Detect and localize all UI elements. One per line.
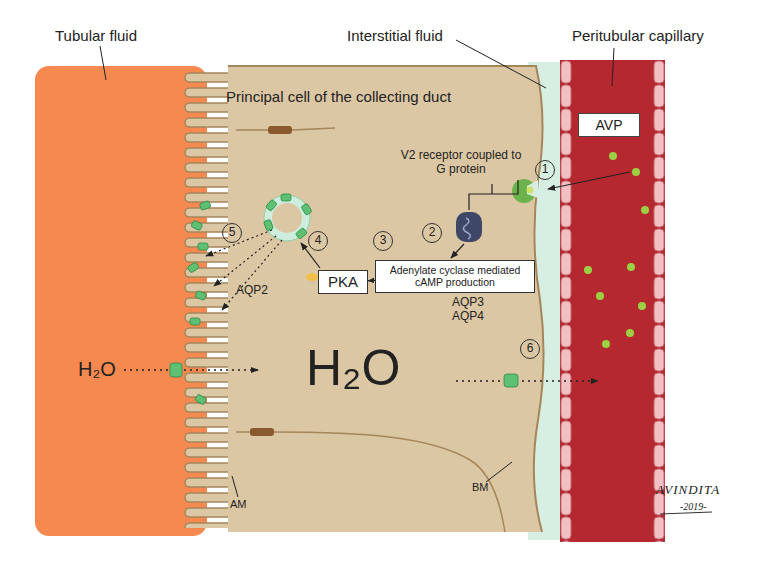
cell-region: Principal cell of the collecting ductAde… [190,68,540,530]
avp-molecule [584,266,592,274]
receptor-pocket [527,180,538,198]
v2-receptor [512,179,536,203]
signal-arrow [368,280,375,282]
node-text: PKA [319,271,367,293]
hormone-box: AVP [578,113,640,137]
water-label: H₂O [78,358,116,381]
node-text: Adenylate cyclase mediated cAMP producti… [379,264,531,288]
aqp2-channel [198,243,208,250]
bracket [469,180,518,210]
phosphate [306,273,318,281]
aqp2-channel [170,363,182,377]
region-label: Tubular fluid [55,27,137,44]
aqp2-channel [199,200,211,210]
callout-number: 4 [308,231,328,251]
node-text: Principal cell of the collecting duct [226,88,540,105]
cell-body [228,66,544,532]
aqp2-channel [187,262,199,273]
signature: AVINDITA [656,483,720,498]
membrane-label: BM [472,481,489,494]
leader-line [612,48,614,86]
activation-arrow [451,244,464,258]
leader-line [100,46,106,80]
aqp2-channel [264,219,274,231]
aqp3-aqp4-channel [504,374,518,387]
process-box: PKA [318,270,368,294]
leader-line [232,476,238,497]
membrane-label: AM [230,498,247,511]
region-label: Peritubular capillary [572,27,704,44]
capillary-wall [653,60,665,542]
g-protein [456,212,482,242]
avp-molecule [596,292,604,300]
leader-line [486,462,512,482]
callout-number: 6 [520,339,540,359]
avp-molecule [632,168,640,176]
signature-stroke [660,512,712,514]
callout-number: 1 [535,160,555,180]
tight-junction [250,428,274,436]
insertion-arrow [214,236,276,286]
vesicle-membrane [264,195,310,241]
water-flow-arrow [456,380,598,382]
water-label: H₂O [306,340,400,398]
tubular-fluid [35,66,207,536]
callout-number: 3 [373,231,393,251]
aqp2-channel [301,203,312,215]
avp-molecule [638,302,646,310]
aqp2-channel [195,290,207,300]
bound-avp [527,187,534,194]
water-flow-arrow [124,369,258,371]
basolateral-membrane [228,66,544,532]
process-box: Adenylate cyclase mediated cAMP producti… [375,260,535,293]
leader-line [456,40,546,88]
region-label: Interstitial fluid [347,27,443,44]
avp-molecule [627,263,635,271]
aqp2-channel [195,394,207,405]
insertion-arrow [206,230,272,256]
cell-boundary [236,432,505,532]
callout-number: 5 [222,223,242,243]
avp-molecule [641,206,649,214]
capillary-wall [560,60,572,542]
avp-molecule [609,152,617,160]
phosphorylation-arrow [301,243,320,268]
node-text: AVP [579,114,639,136]
capillary-lumen [560,60,665,542]
binding-arrow [548,172,630,189]
structure-label: V2 receptor coupled to G protein [398,149,524,177]
aqp2-channel [191,220,203,231]
g-protein-detail [463,218,470,239]
aqp2-channel [295,227,307,239]
avp-molecule [602,340,610,348]
tight-junction [268,126,292,134]
signature: -2019- [680,501,707,513]
aqp2-channel [281,194,291,201]
channel-label: AQP3 AQP4 [452,296,492,324]
channel-label: AQP2 [236,284,268,298]
aqp2-channel [265,199,277,211]
avp-molecule [626,329,634,337]
callout-number: 2 [422,223,442,243]
insertion-arrow [222,240,282,310]
aqp2-channel [190,318,200,325]
